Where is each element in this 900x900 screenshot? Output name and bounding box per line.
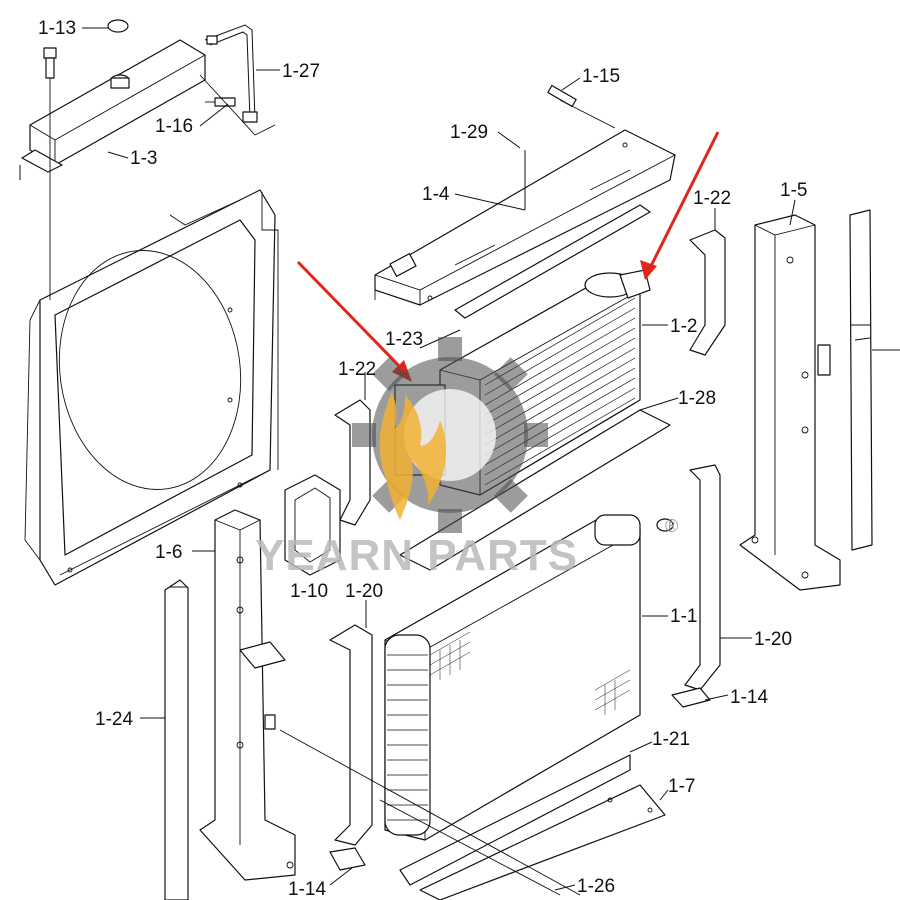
right-upright — [739, 214, 841, 591]
label-1-22-lower: 1-22 — [338, 359, 376, 380]
label-1-2: 1-2 — [670, 316, 697, 337]
label-1-20-left: 1-20 — [345, 581, 383, 602]
top-bracket — [374, 129, 676, 306]
label-1-1: 1-1 — [670, 606, 697, 627]
bolt-1-13 — [43, 19, 129, 300]
label-1-6: 1-6 — [155, 542, 182, 563]
label-1-14-bottom: 1-14 — [288, 879, 326, 900]
hose-1-27 — [204, 24, 258, 123]
bracket-1-7 — [419, 784, 666, 900]
gasket-1-10 — [284, 474, 341, 576]
watermark-logo: YEARN PARTS ® — [255, 337, 678, 580]
plate-1-28 — [399, 409, 671, 571]
label-1-27: 1-27 — [282, 61, 320, 82]
duct-1-20-right — [684, 464, 721, 691]
fan-shroud — [24, 189, 279, 586]
arrow-to-cooler-left — [296, 260, 407, 374]
watermark-registered: ® — [665, 516, 678, 536]
bolt-1-16 — [205, 97, 236, 107]
bolt-1-15 — [547, 84, 577, 108]
label-1-16: 1-16 — [155, 116, 193, 137]
radiator-core — [384, 514, 674, 841]
post-1-24 — [164, 579, 189, 900]
label-1-14-right: 1-14 — [730, 687, 768, 708]
label-1-13: 1-13 — [38, 18, 76, 39]
label-1-4: 1-4 — [422, 184, 450, 205]
duct-1-22-right — [689, 229, 726, 356]
label-1-10: 1-10 — [290, 581, 328, 602]
label-1-7: 1-7 — [668, 776, 695, 797]
label-1-24: 1-24 — [95, 709, 133, 730]
label-1-23: 1-23 — [385, 329, 423, 350]
duct-1-20-left — [329, 624, 373, 846]
flame-icon — [379, 392, 447, 520]
label-1-3: 1-3 — [130, 148, 157, 169]
label-1-21: 1-21 — [652, 729, 690, 750]
left-upright — [199, 509, 296, 881]
arrow-to-cooler-right — [648, 131, 720, 269]
label-1-26: 1-26 — [577, 876, 615, 897]
label-1-22-upper: 1-22 — [693, 188, 731, 209]
arrow-head-right — [640, 260, 657, 280]
label-1-20-right: 1-20 — [754, 629, 792, 650]
label-1-15: 1-15 — [582, 66, 620, 87]
label-1-29: 1-29 — [450, 122, 488, 143]
watermark-brand: YEARN PARTS — [255, 531, 578, 580]
plate-1-21 — [399, 754, 631, 886]
clip-1-14-right — [671, 687, 711, 708]
strip-1-23 — [454, 204, 651, 319]
part-labels: 1-13 1-27 1-16 1-3 1-15 1-29 1-4 1-22 1-… — [38, 18, 807, 900]
label-1-5: 1-5 — [780, 180, 807, 201]
far-right-post — [849, 209, 900, 551]
leader-lines — [82, 27, 796, 891]
label-1-28: 1-28 — [678, 388, 716, 409]
clip-1-14-bottom — [329, 847, 366, 871]
